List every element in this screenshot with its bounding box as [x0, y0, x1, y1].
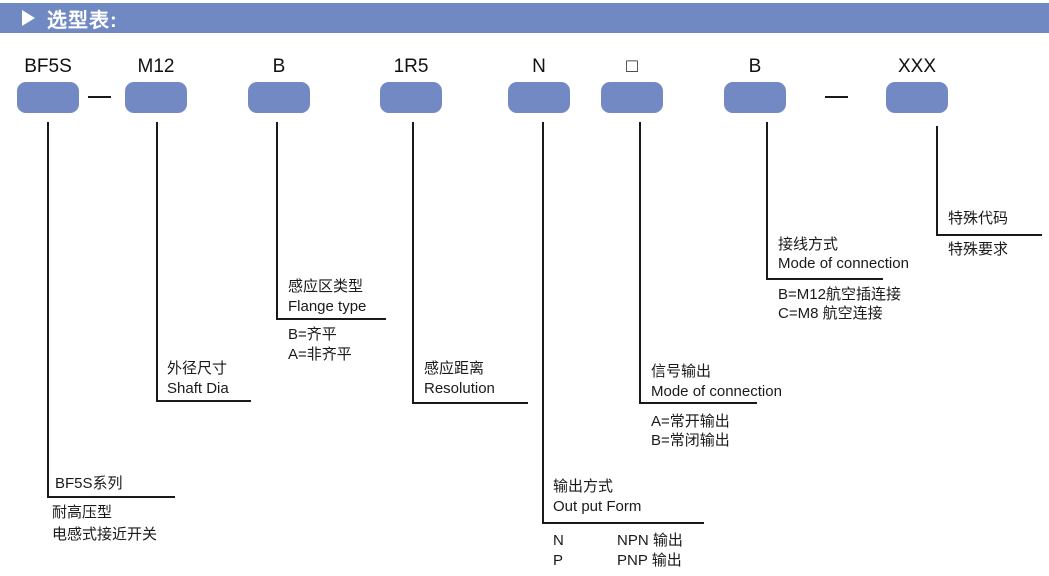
code-block-shaft-dia	[125, 82, 187, 113]
leader-line-output-form	[542, 122, 544, 524]
flange-type-option-b: B=齐平	[288, 326, 337, 343]
code-label-output-form: N	[532, 56, 546, 77]
leader-line-series	[47, 122, 49, 498]
play-icon	[22, 10, 35, 26]
leader-line-connection	[766, 122, 768, 280]
underline-series	[47, 496, 175, 498]
code-label-signal-output: □	[626, 56, 638, 77]
signal-output-zh: 信号输出	[651, 363, 712, 380]
separator-dash-2	[825, 96, 848, 98]
code-label-special: XXX	[897, 56, 937, 77]
output-form-en: Out put Form	[553, 498, 642, 515]
output-form-option-p: P PNP 输出	[553, 551, 682, 571]
leader-line-flange-type	[276, 122, 278, 320]
leader-line-resolution	[412, 122, 414, 404]
flange-type-en: Flange type	[288, 298, 367, 315]
code-label-resolution: 1R5	[393, 56, 429, 77]
shaft-dia-zh: 外径尺寸	[167, 360, 228, 377]
code-label-connection: B	[748, 56, 762, 77]
output-form-option-n-key: N	[553, 532, 564, 549]
signal-output-option-b: B=常闭输出	[651, 432, 730, 449]
flange-type-option-a: A=非齐平	[288, 346, 352, 363]
flange-type-zh: 感应区类型	[288, 278, 364, 295]
output-form-option-n: N NPN 输出	[553, 531, 683, 551]
code-block-resolution	[380, 82, 442, 113]
output-form-option-p-label: PNP 输出	[617, 552, 682, 569]
underline-special	[936, 234, 1042, 236]
connection-zh: 接线方式	[778, 236, 839, 253]
signal-output-en: Mode of connection	[651, 383, 782, 400]
shaft-dia-en: Shaft Dia	[167, 380, 229, 397]
underline-connection	[766, 278, 883, 280]
code-block-signal-output	[601, 82, 663, 113]
underline-output-form	[542, 522, 704, 524]
series-desc-1: 耐高压型	[52, 504, 113, 521]
leader-line-special	[936, 126, 938, 236]
section-title: 选型表:	[47, 9, 118, 32]
code-block-special	[886, 82, 948, 113]
leader-line-shaft-dia	[156, 122, 158, 402]
code-block-connection	[724, 82, 786, 113]
underline-signal-output	[639, 402, 757, 404]
output-form-option-n-label: NPN 输出	[617, 532, 683, 549]
section-header: 选型表:	[0, 3, 1049, 33]
signal-output-option-a: A=常开输出	[651, 413, 730, 430]
output-form-option-p-key: P	[553, 552, 564, 569]
special-code-label: 特殊代码	[948, 210, 1009, 227]
special-code-desc: 特殊要求	[948, 241, 1009, 258]
separator-dash-1	[88, 96, 111, 98]
series-desc-2: 电感式接近开关	[52, 526, 158, 543]
code-block-flange-type	[248, 82, 310, 113]
code-block-output-form	[508, 82, 570, 113]
code-label-shaft-dia: M12	[137, 56, 175, 77]
output-form-zh: 输出方式	[553, 478, 614, 495]
underline-shaft-dia	[156, 400, 251, 402]
underline-resolution	[412, 402, 528, 404]
code-label-flange-type: B	[272, 56, 286, 77]
connection-option-c: C=M8 航空连接	[778, 305, 883, 322]
resolution-zh: 感应距离	[424, 360, 485, 377]
series-label: BF5S系列	[55, 475, 123, 492]
connection-option-b: B=M12航空插连接	[778, 286, 901, 303]
underline-flange-type	[276, 318, 386, 320]
leader-line-signal-output	[639, 122, 641, 404]
connection-en: Mode of connection	[778, 255, 909, 272]
code-block-series	[17, 82, 79, 113]
resolution-en: Resolution	[424, 380, 495, 397]
code-label-series: BF5S	[24, 56, 72, 77]
